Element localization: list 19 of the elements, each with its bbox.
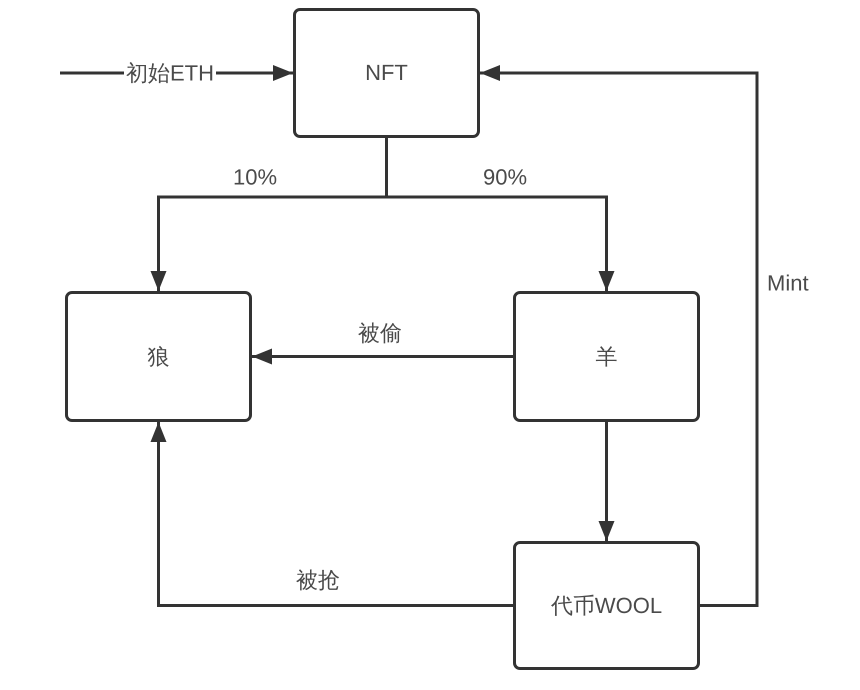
arrow [598, 422, 614, 541]
process-box [513, 541, 700, 670]
arrow [252, 348, 513, 364]
node-label: 代币WOOL [550, 592, 662, 618]
arrow [480, 65, 758, 607]
edge-label: 10% [232, 164, 278, 190]
edge-label: Mint [767, 270, 809, 296]
process-box [65, 291, 252, 422]
node-label: NFT [365, 60, 408, 86]
edge-label: 初始ETH [124, 60, 216, 86]
edge-label: 被偷 [358, 320, 402, 346]
process-box [513, 291, 700, 422]
edge-label: 被抢 [296, 567, 340, 593]
arrow [385, 138, 614, 291]
node-label: 狼 [148, 344, 170, 370]
process-box [293, 8, 480, 138]
node-label: 羊 [596, 344, 618, 370]
edge-label: 90% [482, 164, 528, 190]
arrow [150, 422, 513, 607]
